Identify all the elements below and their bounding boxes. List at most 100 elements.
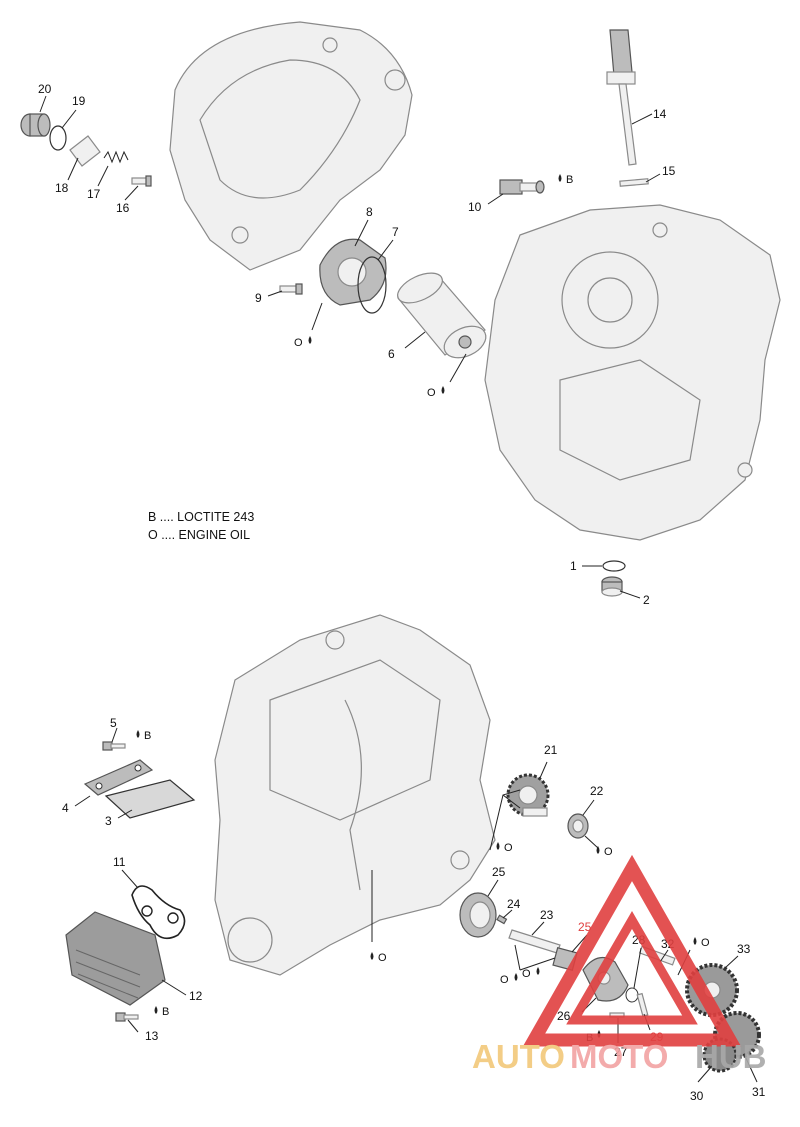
shaft-part-23 [508, 929, 561, 954]
crankcase-lower-part [214, 614, 496, 976]
drain-plug-part-2 [601, 576, 623, 597]
callout-15: 15 [662, 164, 676, 178]
callout-17: 17 [87, 187, 101, 201]
svg-text:O: O [604, 846, 613, 858]
plug-part-20 [20, 113, 51, 137]
oil-drop-icon [514, 973, 518, 981]
callout-23: 23 [540, 908, 554, 922]
screw-part-13 [115, 1012, 139, 1022]
o-ring-part-7 [357, 256, 387, 314]
callout-6: 6 [388, 347, 395, 361]
watermark-hub: HUB [695, 1038, 767, 1075]
callout-22: 22 [590, 784, 604, 798]
oil-drop-icon [370, 952, 374, 960]
pin-part-24 [496, 914, 508, 925]
marker-shaft-23-b: O [522, 967, 540, 980]
marker-screw-13: B [154, 1006, 169, 1018]
marker-screw-5: B [136, 730, 151, 742]
breather-part-10 [499, 179, 545, 195]
marker-oil-filter-cover: O [294, 336, 312, 349]
callout-25-rotor: 25 [578, 920, 592, 934]
gasket-part-3 [104, 779, 196, 819]
callout-12: 12 [189, 989, 203, 1003]
legend-engine-oil: O .... ENGINE OIL [148, 528, 250, 542]
callout-26: 26 [557, 1009, 571, 1023]
svg-text:O: O [500, 974, 509, 986]
o-ring-part-19 [49, 125, 67, 151]
watermark-auto: AUTO [472, 1038, 565, 1075]
callout-13: 13 [145, 1029, 159, 1043]
callout-2: 2 [643, 593, 650, 607]
o-ring-part-1 [602, 560, 626, 572]
marker-crankcase: O [370, 952, 387, 964]
spring-part-17 [103, 150, 129, 164]
svg-text:O: O [427, 387, 436, 399]
watermark-moto: MOTO [570, 1038, 668, 1075]
callout-25: 25 [492, 865, 506, 879]
callout-8: 8 [366, 205, 373, 219]
callout-33: 33 [737, 942, 751, 956]
callout-11: 11 [113, 855, 126, 869]
callout-4: 4 [62, 801, 69, 815]
piston-part-18 [69, 135, 101, 167]
callout-14: 14 [653, 107, 667, 121]
svg-text:B: B [144, 730, 151, 742]
gear-part-30 [702, 1037, 738, 1073]
marker-oil-filter: O [427, 386, 445, 399]
oil-drop-icon [536, 967, 540, 975]
oil-drop-icon [496, 842, 500, 850]
bearing-part-22 [567, 813, 589, 839]
gasket-part-11 [131, 885, 186, 940]
screw-part-9 [279, 283, 303, 295]
legend: B .... LOCTITE 243 O .... ENGINE OIL [148, 510, 254, 542]
callout-27: 27 [614, 1045, 628, 1059]
plate-part-4 [83, 759, 154, 796]
callout-20: 20 [38, 82, 52, 96]
svg-text:O: O [378, 952, 387, 964]
callout-19: 19 [72, 94, 86, 108]
watermark-triangle-icon [522, 854, 742, 1047]
pin-part-15 [619, 178, 649, 187]
watermark-inner-triangle-icon [566, 911, 698, 1025]
pump-housing-part-25 [459, 892, 497, 938]
marker-shaft-32: O [693, 937, 710, 949]
ring-part-28 [625, 987, 639, 1003]
filter-cover-part-8 [319, 238, 387, 306]
crankcase-right-part [484, 204, 781, 541]
marker-gear-21: O [496, 842, 513, 854]
oil-filter-part-6 [397, 272, 487, 359]
callout-31: 31 [752, 1085, 766, 1099]
callout-3: 3 [105, 814, 112, 828]
oil-drop-icon [558, 174, 562, 182]
oil-drop-icon [308, 336, 312, 344]
svg-text:O: O [522, 968, 531, 980]
oil-drop-icon [154, 1006, 158, 1014]
gear-part-21 [506, 773, 550, 817]
oil-drop-icon [596, 846, 600, 854]
marker-shaft-23-a: O [500, 973, 518, 986]
callout-24: 24 [507, 897, 521, 911]
callout-21: 21 [544, 743, 558, 757]
marker-breather: B [558, 174, 573, 186]
dipstick-part-14 [606, 29, 637, 166]
legend-loctite: B .... LOCTITE 243 [148, 510, 254, 524]
oil-drop-icon [136, 730, 140, 738]
callout-30: 30 [690, 1089, 704, 1103]
svg-text:O: O [294, 337, 303, 349]
callout-1: 1 [570, 559, 577, 573]
callout-9: 9 [255, 291, 262, 305]
watermark: AUTO MOTO HUB [472, 854, 767, 1075]
svg-text:B: B [566, 174, 573, 186]
callout-numbers: 20 19 18 17 16 8 7 9 6 14 15 10 1 2 5 4 … [38, 82, 766, 1103]
pin-part-29 [636, 992, 649, 1017]
callout-18: 18 [55, 181, 69, 195]
svg-text:B: B [162, 1006, 169, 1018]
crankcase-cover-part [169, 21, 413, 271]
marker-bearing-22: O [596, 846, 613, 858]
oil-cooler-part-12 [65, 911, 166, 1006]
svg-text:O: O [701, 937, 710, 949]
oil-drop-icon [441, 386, 445, 394]
callout-7: 7 [392, 225, 399, 239]
oil-drop-icon [693, 937, 697, 945]
